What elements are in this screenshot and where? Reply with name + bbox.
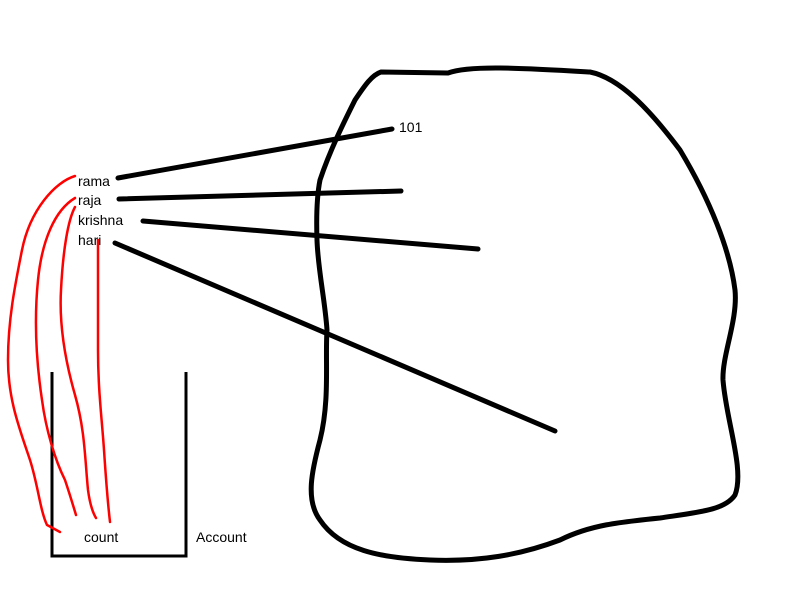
pointer-line-krishna: [140, 218, 481, 252]
value-label: 101: [399, 119, 423, 135]
reference-curve-hari: [96, 238, 112, 524]
reference-curve-krishna: [59, 205, 98, 520]
name-label-raja: raja: [78, 192, 102, 208]
name-label-hari: hari: [78, 232, 102, 248]
name-label-rama: rama: [78, 173, 110, 189]
reference-curve-rama: [6, 174, 77, 534]
stack-label-count: count: [84, 529, 119, 545]
reference-curve-raja: [34, 196, 78, 517]
stack-box: [50, 372, 188, 558]
pointer-line-rama: [115, 126, 395, 181]
name-label-krishna: krishna: [78, 212, 124, 228]
stack-caption-account: Account: [196, 529, 247, 545]
pointer-line-raja: [116, 188, 404, 202]
pointer-line-hari: [112, 240, 558, 434]
heap-blob: [308, 65, 741, 563]
